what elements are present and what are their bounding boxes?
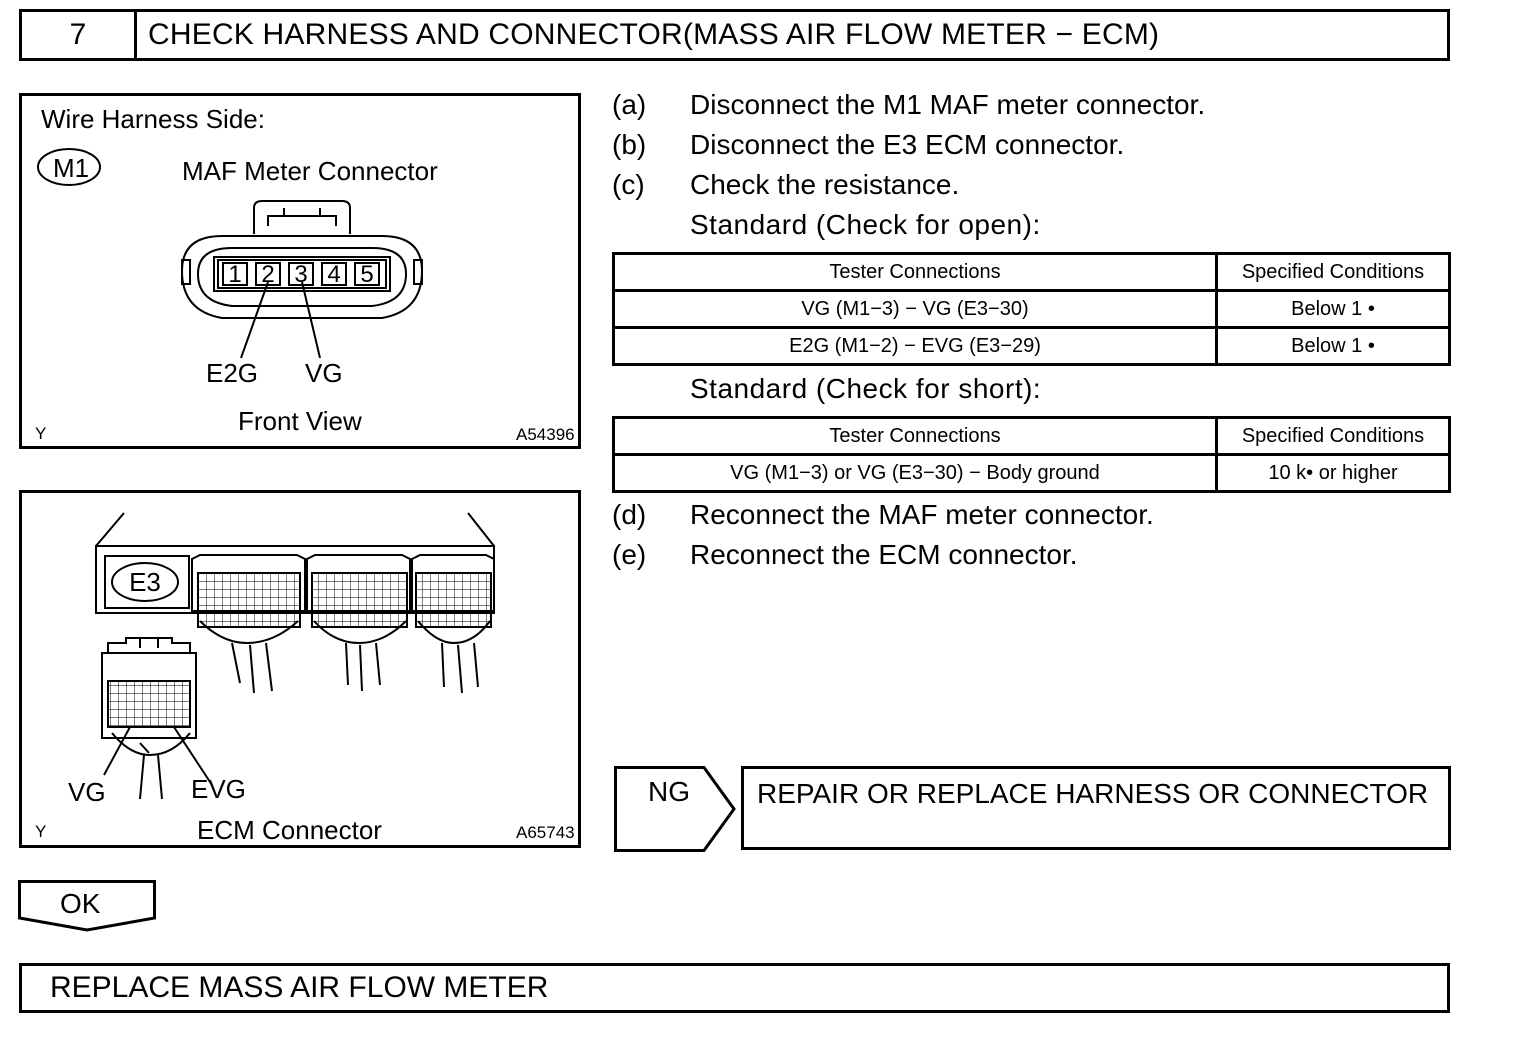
table-header-cell: Specified Conditions xyxy=(1215,416,1451,456)
table-row: VG (M1−3) − VG (E3−30) Below 1 • xyxy=(612,289,1451,329)
step-letter: (e) xyxy=(612,539,647,570)
table-header-row: Tester Connections Specified Conditions xyxy=(612,252,1451,292)
table-header-cell: Specified Conditions xyxy=(1215,252,1451,292)
ecm-connector-drawing xyxy=(95,512,495,800)
maf-connector-drawing xyxy=(37,148,424,359)
step-text: Disconnect the M1 MAF meter connector. xyxy=(690,89,1206,120)
ng-label: NG xyxy=(648,776,690,807)
figure-id: A54396 xyxy=(516,425,575,444)
step-number: 7 xyxy=(22,12,137,58)
e3-code: E3 xyxy=(129,567,161,597)
pin-frame xyxy=(213,256,391,292)
pin-number: 1 xyxy=(228,261,242,288)
e2g-pin-label: E2G xyxy=(206,358,259,388)
step-letter: (c) xyxy=(612,169,645,200)
ok-arrow-icon xyxy=(18,880,156,932)
connector-body-inner xyxy=(196,247,408,307)
ok-result-box: REPLACE MASS AIR FLOW METER xyxy=(19,963,1450,1013)
pin-cell-4 xyxy=(321,262,347,286)
vg-pin-label: VG xyxy=(68,777,106,807)
table-header-cell: Tester Connections xyxy=(612,416,1218,456)
ecm-connector-figure: E3 VG EVG ECM Connector Y A65743 xyxy=(19,490,581,848)
maf-connector-title: MAF Meter Connector xyxy=(182,156,438,186)
table-header-row: Tester Connections Specified Conditions xyxy=(612,416,1451,456)
ecm-header-3 xyxy=(411,554,495,694)
m1-code: M1 xyxy=(53,153,90,183)
pin-cell-1 xyxy=(222,262,248,286)
table-cell: E2G (M1−2) − EVG (E3−29) xyxy=(612,326,1218,366)
pin-cell-3 xyxy=(288,262,314,286)
standard-short-table: Tester Connections Specified Conditions … xyxy=(612,416,1451,493)
front-view-label: Front View xyxy=(238,406,362,436)
table-cell: VG (M1−3) or VG (E3−30) − Body ground xyxy=(612,453,1218,493)
e2g-leader-line xyxy=(240,281,269,359)
pin-number: 2 xyxy=(261,261,275,288)
table-cell: 10 k• or higher xyxy=(1215,453,1451,493)
corner-mark: Y xyxy=(35,424,47,443)
step-text: Disconnect the E3 ECM connector. xyxy=(690,129,1125,160)
step-title: CHECK HARNESS AND CONNECTOR(MASS AIR FLO… xyxy=(148,18,1160,51)
vg-leader-line xyxy=(103,726,131,776)
standard-open-label: Standard (Check for open): xyxy=(690,209,1041,240)
step-text: Check the resistance. xyxy=(690,169,960,200)
table-row: E2G (M1−2) − EVG (E3−29) Below 1 • xyxy=(612,326,1451,366)
ng-result-text: REPAIR OR REPLACE HARNESS OR CONNECTOR xyxy=(757,778,1429,809)
ok-result-text: REPLACE MASS AIR FLOW METER xyxy=(50,971,549,1004)
step-text: Reconnect the MAF meter connector. xyxy=(690,499,1154,530)
table-cell: Below 1 • xyxy=(1215,289,1451,329)
table-cell: VG (M1−3) − VG (E3−30) xyxy=(612,289,1218,329)
evg-leader-line xyxy=(173,726,213,786)
table-row: VG (M1−3) or VG (E3−30) − Body ground 10… xyxy=(612,453,1451,493)
vg-leader-line xyxy=(301,281,321,359)
step-letter: (d) xyxy=(612,499,647,530)
vg-pin-label: VG xyxy=(305,358,343,388)
ecm-header-2 xyxy=(306,554,411,692)
standard-open-table: Tester Connections Specified Conditions … xyxy=(612,252,1451,366)
connector-body-outer xyxy=(180,235,424,319)
step-letter: (a) xyxy=(612,89,647,120)
step-letter: (b) xyxy=(612,129,647,160)
m1-code-ellipse xyxy=(37,148,101,186)
pin-number: 4 xyxy=(327,261,341,288)
pin-number: 3 xyxy=(294,261,308,288)
latch-outer xyxy=(253,200,351,234)
pin-cell-2 xyxy=(255,262,281,286)
table-header-cell: Tester Connections xyxy=(612,252,1218,292)
standard-short-label: Standard (Check for short): xyxy=(690,373,1042,404)
ng-result-box: REPAIR OR REPLACE HARNESS OR CONNECTOR xyxy=(741,766,1451,850)
evg-pin-label: EVG xyxy=(191,774,246,804)
pin-cell-5 xyxy=(354,262,380,286)
figure-id: A65743 xyxy=(516,823,575,842)
ecm-connector-caption: ECM Connector xyxy=(197,815,382,845)
step-header: 7 CHECK HARNESS AND CONNECTOR(MASS AIR F… xyxy=(19,9,1450,61)
wire-harness-side-label: Wire Harness Side: xyxy=(41,104,265,134)
ecm-housing xyxy=(95,545,495,614)
maf-connector-figure: Wire Harness Side: M1 MAF Meter Connecto… xyxy=(19,93,581,449)
harness-side-connector xyxy=(101,637,213,800)
corner-mark: Y xyxy=(35,822,47,841)
ok-label: OK xyxy=(60,888,101,919)
table-cell: Below 1 • xyxy=(1215,326,1451,366)
pin-number: 5 xyxy=(360,261,374,288)
ng-arrow-icon xyxy=(614,766,736,852)
step-text: Reconnect the ECM connector. xyxy=(690,539,1078,570)
ecm-header-1 xyxy=(191,554,306,694)
e3-code-ellipse xyxy=(111,562,179,602)
